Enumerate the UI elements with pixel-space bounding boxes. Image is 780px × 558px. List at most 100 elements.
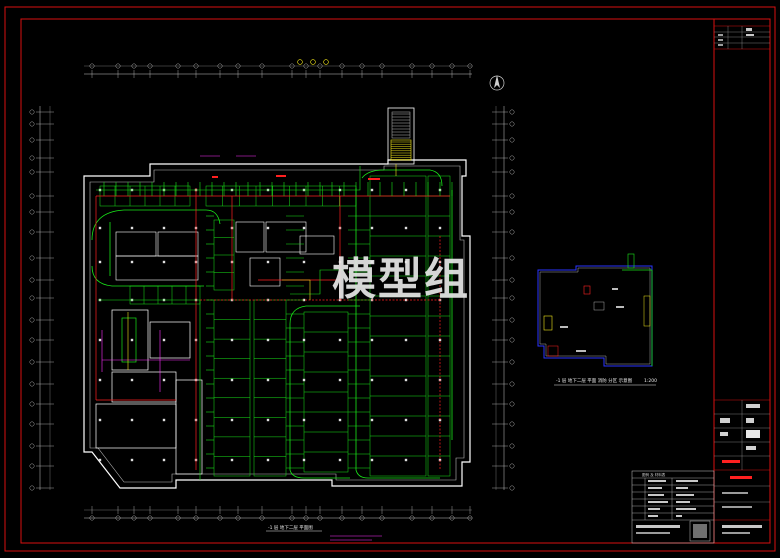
column (130, 458, 134, 462)
axis-bubble (509, 137, 515, 143)
column (404, 298, 408, 302)
axis-bubble (115, 515, 121, 521)
column (438, 338, 442, 342)
bottom-grid-axis (89, 506, 473, 521)
main-plan-title: -1 层 地下二层 平面图 (268, 524, 313, 531)
inset-plan-title: -1 层 地下二层 平面 消防 分区 示意图 (556, 377, 633, 384)
column (370, 418, 374, 422)
building-outline (83, 159, 471, 489)
axis-bubble (29, 485, 35, 491)
axis-bubble (449, 515, 455, 521)
column (98, 418, 102, 422)
axis-bubble-highlight (323, 59, 329, 65)
axis-bubble (147, 63, 153, 69)
column (98, 338, 102, 342)
rooms-upper-left (115, 221, 335, 287)
axis-bubble (29, 359, 35, 365)
main-pipe (98, 299, 201, 480)
axis-bubble (467, 515, 473, 521)
axis-bubble (89, 63, 95, 69)
stall-block (129, 285, 201, 305)
column (302, 458, 306, 462)
column (370, 260, 374, 264)
axis-bubble (509, 109, 515, 115)
axis-bubble (29, 121, 35, 127)
axis-bubble (317, 63, 323, 69)
column (302, 378, 306, 382)
axis-bubble (303, 63, 309, 69)
axis-bubble (509, 485, 515, 491)
column (338, 338, 342, 342)
axis-bubble (509, 421, 515, 427)
fire-pipes-red (95, 188, 450, 470)
column (404, 188, 408, 192)
column (162, 260, 166, 264)
legend-header: 图例 及 材料表 (642, 472, 666, 477)
axis-bubble (289, 515, 295, 521)
axis-bubble (29, 169, 35, 175)
axis-bubble (467, 63, 473, 69)
axis-bubble (175, 63, 181, 69)
axis-bubble (303, 515, 309, 521)
axis-bubble (193, 515, 199, 521)
axis-bubble (29, 381, 35, 387)
axis-bubble (359, 515, 365, 521)
axis-bubble (509, 121, 515, 127)
column (162, 458, 166, 462)
column (302, 418, 306, 422)
axis-bubble (29, 443, 35, 449)
axis-bubble (29, 401, 35, 407)
axis-bubble (359, 63, 365, 69)
column (370, 188, 374, 192)
axis-bubble (29, 463, 35, 469)
axis-bubble (509, 317, 515, 323)
column (404, 378, 408, 382)
axis-bubble (379, 63, 385, 69)
axis-bubble (29, 229, 35, 235)
bottom-dimension-line (84, 509, 472, 519)
axis-bubble (29, 277, 35, 283)
column (266, 458, 270, 462)
axis-bubble (429, 515, 435, 521)
axis-bubble (509, 229, 515, 235)
north-arrow-icon (489, 75, 505, 91)
parking-stalls (99, 175, 451, 477)
building-inner-wall (89, 165, 465, 483)
column (230, 458, 234, 462)
axis-bubble (509, 337, 515, 343)
column (230, 378, 234, 382)
axis-bubble (29, 137, 35, 143)
column (370, 338, 374, 342)
axis-bubble (409, 63, 415, 69)
title-block-strip (713, 18, 771, 544)
axis-bubble (339, 63, 345, 69)
column (98, 458, 102, 462)
axis-bubble (131, 515, 137, 521)
sprinkler-branches (96, 166, 453, 480)
service-rooms (95, 309, 203, 475)
ramp-curves (91, 169, 453, 479)
axis-bubble (449, 63, 455, 69)
axis-bubble (509, 193, 515, 199)
axis-bubble (509, 463, 515, 469)
axis-bubble (509, 155, 515, 161)
column (230, 338, 234, 342)
left-grid-axis (29, 109, 54, 491)
column (98, 226, 102, 230)
column (302, 338, 306, 342)
axis-bubble (339, 515, 345, 521)
axis-bubble (509, 255, 515, 261)
column (98, 378, 102, 382)
inset-title-group: -1 层 地下二层 平面 消防 分区 示意图 1:200 (554, 377, 657, 386)
axis-bubble (175, 515, 181, 521)
magenta-pipes (101, 155, 382, 541)
main-pipe (290, 269, 344, 295)
red-markers (212, 175, 380, 180)
axis-bubble (29, 317, 35, 323)
axis-bubble (289, 63, 295, 69)
top-grid-axis (89, 59, 473, 78)
axis-bubble (509, 443, 515, 449)
column (370, 458, 374, 462)
